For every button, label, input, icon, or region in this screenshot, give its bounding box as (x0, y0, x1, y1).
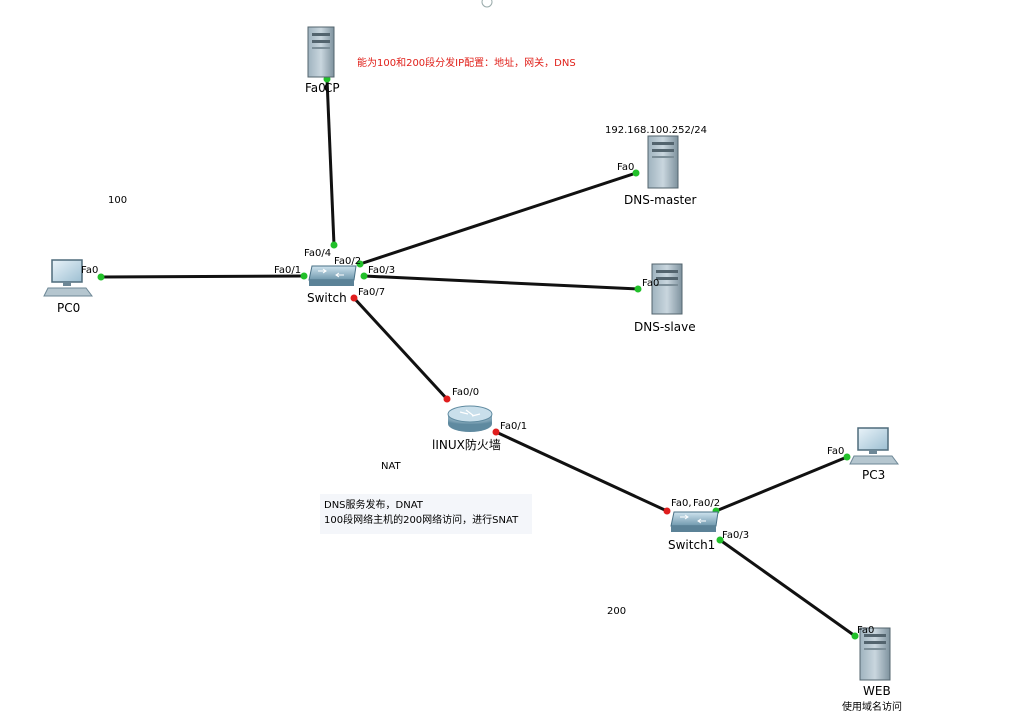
port-dot-fw-fa00 (443, 395, 451, 403)
port-dot-sw1-fa03 (716, 536, 724, 544)
dns-master-server[interactable]: DNS-master (624, 135, 697, 207)
nat-note-box: DNS服务发布，DNAT 100段网络主机的200网络访问，进行SNAT (320, 494, 532, 534)
port-label-sw1-fa03: Fa0/3 (722, 530, 749, 541)
links (100, 78, 856, 638)
link-switch-dnsslave (363, 274, 639, 291)
port-label-sw-fa04: Fa0/4 (304, 248, 331, 259)
pc3-label: PC3 (862, 468, 885, 482)
switch-icon (308, 265, 357, 286)
port-label-fw-fa00: Fa0/0 (452, 387, 479, 398)
port-label-sw1-fa0: Fa0, (671, 498, 692, 509)
link-dhcp-switch (325, 78, 336, 246)
link-firewall-switch1 (495, 430, 668, 513)
nat-note-line2: 100段网络主机的200网络访问，进行SNAT (324, 513, 519, 526)
top-marker (481, 0, 493, 8)
switch-icon (670, 511, 719, 532)
linux-firewall-router[interactable]: lINUX防火墙 (432, 405, 501, 452)
port-lights (97, 75, 859, 640)
port-label-dnsslave: Fa0 (642, 278, 659, 289)
port-label-sw-fa01: Fa0/1 (274, 265, 301, 276)
port-label-dnsmaster: Fa0 (617, 162, 634, 173)
switch1[interactable]: Switch1 (668, 511, 719, 552)
dhcp-server[interactable]: Fa0 CP (305, 26, 340, 95)
pc0-label: PC0 (57, 301, 80, 315)
port-label-pc3: Fa0 (827, 446, 844, 457)
dhcp-note: 能为100和200段分发IP配置：地址，网关，DNS (357, 56, 576, 69)
port-dot-sw-fa03 (360, 272, 368, 280)
nat-note-line1: DNS服务发布，DNAT (324, 498, 424, 511)
port-dot-sw-fa02 (356, 260, 364, 268)
link-pc0-switch (100, 274, 305, 279)
port-label-sw1-fa02: Fa0/2 (693, 498, 720, 509)
dns-slave-server[interactable]: DNS-slave (634, 263, 696, 334)
port-label-sw-fa07: Fa0/7 (358, 287, 385, 298)
dhcp-port-label: Fa0 (305, 81, 326, 95)
link-switch1-pc3 (715, 455, 848, 513)
server-icon (651, 263, 683, 315)
web-label: WEB (863, 684, 891, 698)
server-icon (859, 627, 891, 681)
port-dot-dnsmaster (632, 169, 640, 177)
port-dot-fw-fa01 (492, 428, 500, 436)
port-label-fw-fa01: Fa0/1 (500, 421, 527, 432)
pc-icon (43, 259, 93, 297)
port-dot-sw1-fa0 (663, 507, 671, 515)
nat-label: NAT (381, 461, 402, 472)
port-dot-sw-fa01 (300, 272, 308, 280)
port-labels: Fa0 Fa0 Fa0 Fa0/4 Fa0/2 Fa0/1 Fa0/3 Fa0/… (81, 162, 874, 636)
port-label-pc0: Fa0 (81, 265, 98, 276)
link-switch1-web (719, 538, 856, 638)
pc0[interactable]: PC0 (43, 259, 93, 315)
port-label-web: Fa0 (857, 625, 874, 636)
dns-slave-label: DNS-slave (634, 320, 696, 334)
port-label-sw-fa02: Fa0/2 (334, 256, 361, 267)
switch1-label: Switch1 (668, 538, 715, 552)
dns-master-ip: 192.168.100.252/24 (605, 125, 707, 136)
pc3[interactable]: PC3 (849, 427, 899, 482)
dhcp-device-label: CP (324, 81, 340, 95)
router-icon (447, 405, 493, 432)
port-dot-sw-fa07 (350, 294, 358, 302)
switch0[interactable]: Switch (307, 265, 357, 305)
web-sublabel: 使用域名访问 (842, 700, 902, 713)
zone-100-label: 100 (108, 195, 127, 206)
link-switch-firewall (352, 296, 449, 401)
port-label-sw-fa03: Fa0/3 (368, 265, 395, 276)
port-dot-pc3 (843, 453, 851, 461)
zone-200-label: 200 (607, 606, 626, 617)
dns-master-label: DNS-master (624, 193, 697, 207)
port-dot-sw-fa04 (330, 241, 338, 249)
switch0-label: Switch (307, 291, 347, 305)
port-dot-pc0 (97, 273, 105, 281)
port-dot-web (851, 632, 859, 640)
link-switch-dnsmaster (359, 171, 637, 266)
port-dot-dnsslave (634, 285, 642, 293)
firewall-label: lINUX防火墙 (432, 437, 501, 452)
server-icon (307, 26, 335, 78)
server-icon (647, 135, 679, 189)
pc-icon (849, 427, 899, 465)
web-server[interactable]: WEB 使用域名访问 (842, 627, 902, 713)
